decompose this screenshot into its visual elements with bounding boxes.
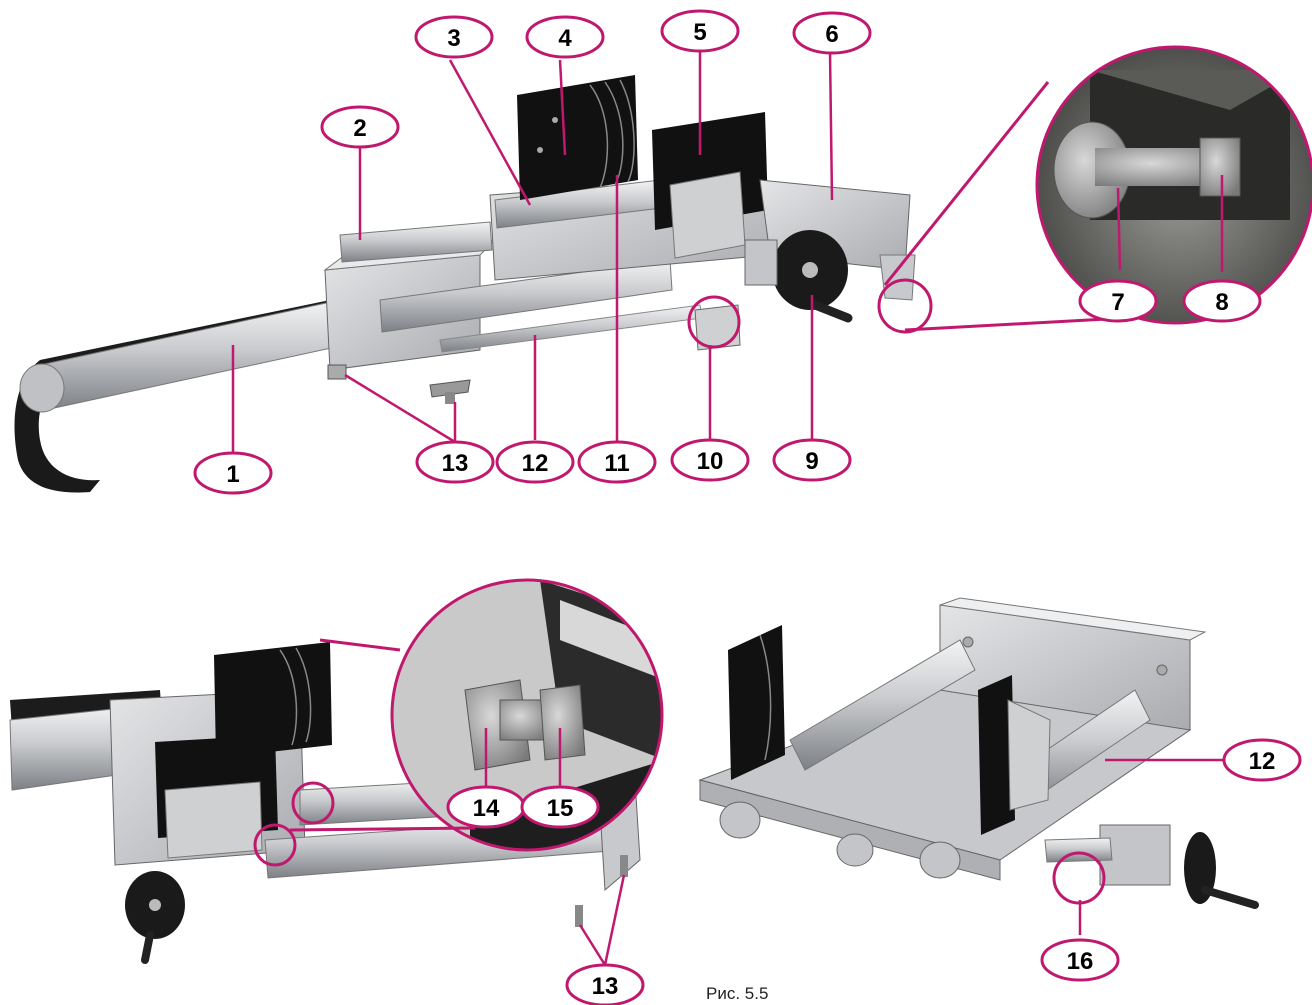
- svg-text:13: 13: [442, 450, 469, 477]
- callout-14: 14: [446, 785, 526, 829]
- svg-text:12: 12: [1249, 748, 1276, 775]
- callout-5: 5: [660, 9, 740, 53]
- bottom-left-view: [9, 642, 641, 964]
- svg-text:4: 4: [558, 25, 572, 52]
- plate-5: [652, 112, 768, 259]
- callout-6: 6: [792, 11, 872, 55]
- zoom-source-marker-a: [291, 781, 335, 825]
- svg-text:14: 14: [473, 795, 500, 822]
- guide-rod-upper: [339, 221, 493, 263]
- callout-9: 9: [772, 438, 852, 482]
- callout-2: 2: [320, 105, 400, 149]
- zoom-source-marker-b: [253, 823, 297, 867]
- br-handwheel: [1099, 824, 1259, 909]
- zoom-source-marker-top: [877, 278, 933, 334]
- long-rod: [39, 299, 346, 411]
- callout-4: 4: [525, 15, 605, 59]
- callout-7: 7: [1078, 279, 1158, 323]
- handwheel: [744, 230, 853, 323]
- main-assembly-view: [14, 75, 916, 493]
- svg-text:11: 11: [604, 450, 629, 477]
- svg-text:13: 13: [592, 973, 619, 1000]
- bl-handwheel: [125, 871, 185, 964]
- svg-text:10: 10: [697, 448, 724, 475]
- svg-text:3: 3: [447, 25, 460, 52]
- br-plate-right: [978, 675, 1015, 835]
- svg-text:6: 6: [825, 21, 838, 48]
- figure-caption: Рис. 5.5: [706, 984, 769, 1003]
- svg-text:15: 15: [547, 795, 574, 822]
- br-plate-left: [728, 625, 785, 780]
- svg-text:7: 7: [1111, 289, 1124, 316]
- callout-13: 13: [415, 440, 495, 484]
- svg-text:12: 12: [522, 450, 549, 477]
- callout-1: 1: [193, 451, 273, 495]
- callouts: 1 2 3 4 5 6 7 8: [193, 9, 1302, 1005]
- svg-text:1: 1: [226, 461, 239, 488]
- plate-4: [517, 75, 638, 200]
- callout-3: 3: [414, 15, 494, 59]
- leader-lines: [231, 50, 1225, 966]
- svg-text:5: 5: [693, 19, 706, 46]
- callout-12: 12: [495, 440, 575, 484]
- highlight-part-10: [687, 295, 741, 349]
- foot: [429, 379, 471, 398]
- callout-12-bottom: 12: [1222, 738, 1302, 782]
- callout-16: 16: [1040, 938, 1120, 982]
- bottom-right-view: [698, 597, 1259, 909]
- svg-text:8: 8: [1215, 289, 1228, 316]
- svg-text:16: 16: [1067, 948, 1094, 975]
- svg-text:2: 2: [353, 115, 366, 142]
- br-rod-left: [789, 639, 976, 771]
- callout-10: 10: [670, 438, 750, 482]
- callout-11: 11: [577, 440, 657, 484]
- zoom-detail-7-8: [877, 45, 1312, 334]
- callout-15: 15: [520, 785, 600, 829]
- svg-text:9: 9: [805, 448, 818, 475]
- bl-plate-upper: [214, 642, 332, 758]
- part-10: [694, 304, 741, 351]
- callout-13-bottom: 13: [565, 963, 645, 1005]
- callout-8: 8: [1182, 279, 1262, 323]
